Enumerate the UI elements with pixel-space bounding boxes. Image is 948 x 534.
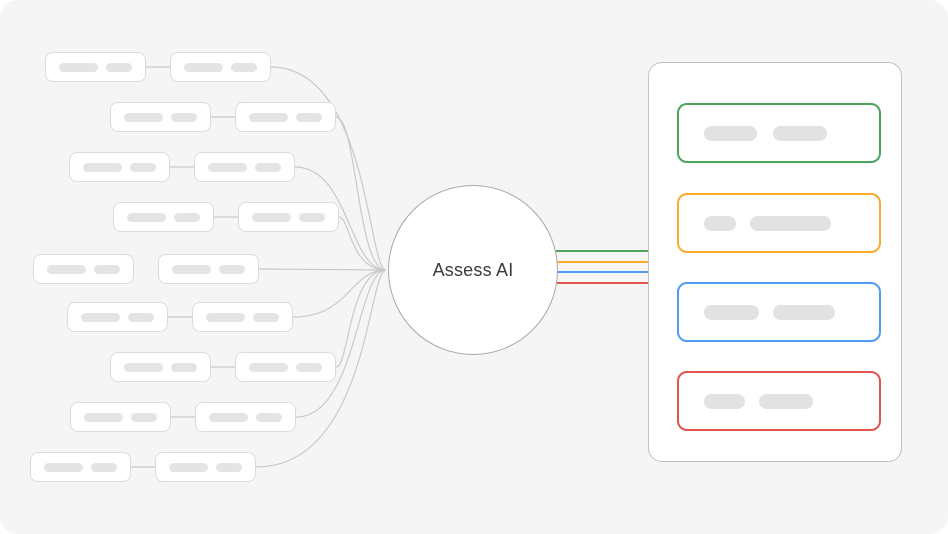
gray-connector-group [131,66,387,468]
hub-connector-path [335,269,387,368]
skeleton-pill-long [127,213,166,222]
card-pill [704,126,757,141]
skeleton-pill-long [208,163,247,172]
hub-connector-path [338,216,387,271]
skeleton-box [170,52,271,82]
skeleton-pill-short [171,113,197,122]
skeleton-pill-long [206,313,245,322]
skeleton-pill-long [249,363,288,372]
skeleton-pill-long [83,163,122,172]
skeleton-pill-short [296,363,322,372]
skeleton-box [110,102,211,132]
card-pill [704,216,736,231]
skeleton-box [33,254,134,284]
skeleton-pill-short [216,463,242,472]
skeleton-pill-long [84,413,123,422]
skeleton-pill-long [209,413,248,422]
card-red [677,371,881,431]
card-green [677,103,881,163]
skeleton-box [238,202,339,232]
skeleton-box [69,152,170,182]
hub-connector-path [294,166,387,271]
skeleton-pill-long [44,463,83,472]
skeleton-pill-short [219,265,245,274]
skeleton-pill-long [184,63,223,72]
skeleton-pill-long [59,63,98,72]
skeleton-box [113,202,214,232]
hub-connector-path [295,269,387,418]
hub-circle: Assess AI [388,185,558,355]
hub-connector-path [270,66,387,271]
skeleton-pill-short [253,313,279,322]
skeleton-pill-short [94,265,120,274]
card-blue [677,282,881,342]
skeleton-pill-short [131,413,157,422]
skeleton-pill-long [124,113,163,122]
skeleton-pill-short [299,213,325,222]
skeleton-pill-short [174,213,200,222]
card-yellow [677,193,881,253]
skeleton-box [67,302,168,332]
skeleton-box [235,102,336,132]
skeleton-pill-long [169,463,208,472]
skeleton-box [110,352,211,382]
skeleton-pill-short [106,63,132,72]
skeleton-box [195,402,296,432]
hub-connector-path [255,269,387,468]
colored-link-group [556,250,650,284]
result-panel [648,62,902,462]
skeleton-pill-short [171,363,197,372]
skeleton-pill-long [249,113,288,122]
skeleton-box [194,152,295,182]
skeleton-pill-long [47,265,86,274]
skeleton-box [30,452,131,482]
hub-connector-path [258,268,387,271]
card-pill [704,305,759,320]
skeleton-pill-short [231,63,257,72]
card-pill [759,394,813,409]
hub-connector-path [292,269,387,318]
skeleton-pill-long [172,265,211,274]
card-pill [773,126,827,141]
skeleton-pill-short [128,313,154,322]
skeleton-pill-short [130,163,156,172]
skeleton-pill-short [296,113,322,122]
skeleton-pill-short [256,413,282,422]
skeleton-pill-long [81,313,120,322]
skeleton-box [155,452,256,482]
hub-label: Assess AI [432,259,514,280]
skeleton-box [45,52,146,82]
skeleton-box [70,402,171,432]
skeleton-pill-long [252,213,291,222]
skeleton-box [192,302,293,332]
skeleton-box [158,254,259,284]
skeleton-box [235,352,336,382]
skeleton-pill-long [124,363,163,372]
hub-connector-path [335,116,387,271]
skeleton-pill-short [255,163,281,172]
card-pill [750,216,831,231]
card-pill [704,394,745,409]
card-pill [773,305,835,320]
skeleton-pill-short [91,463,117,472]
